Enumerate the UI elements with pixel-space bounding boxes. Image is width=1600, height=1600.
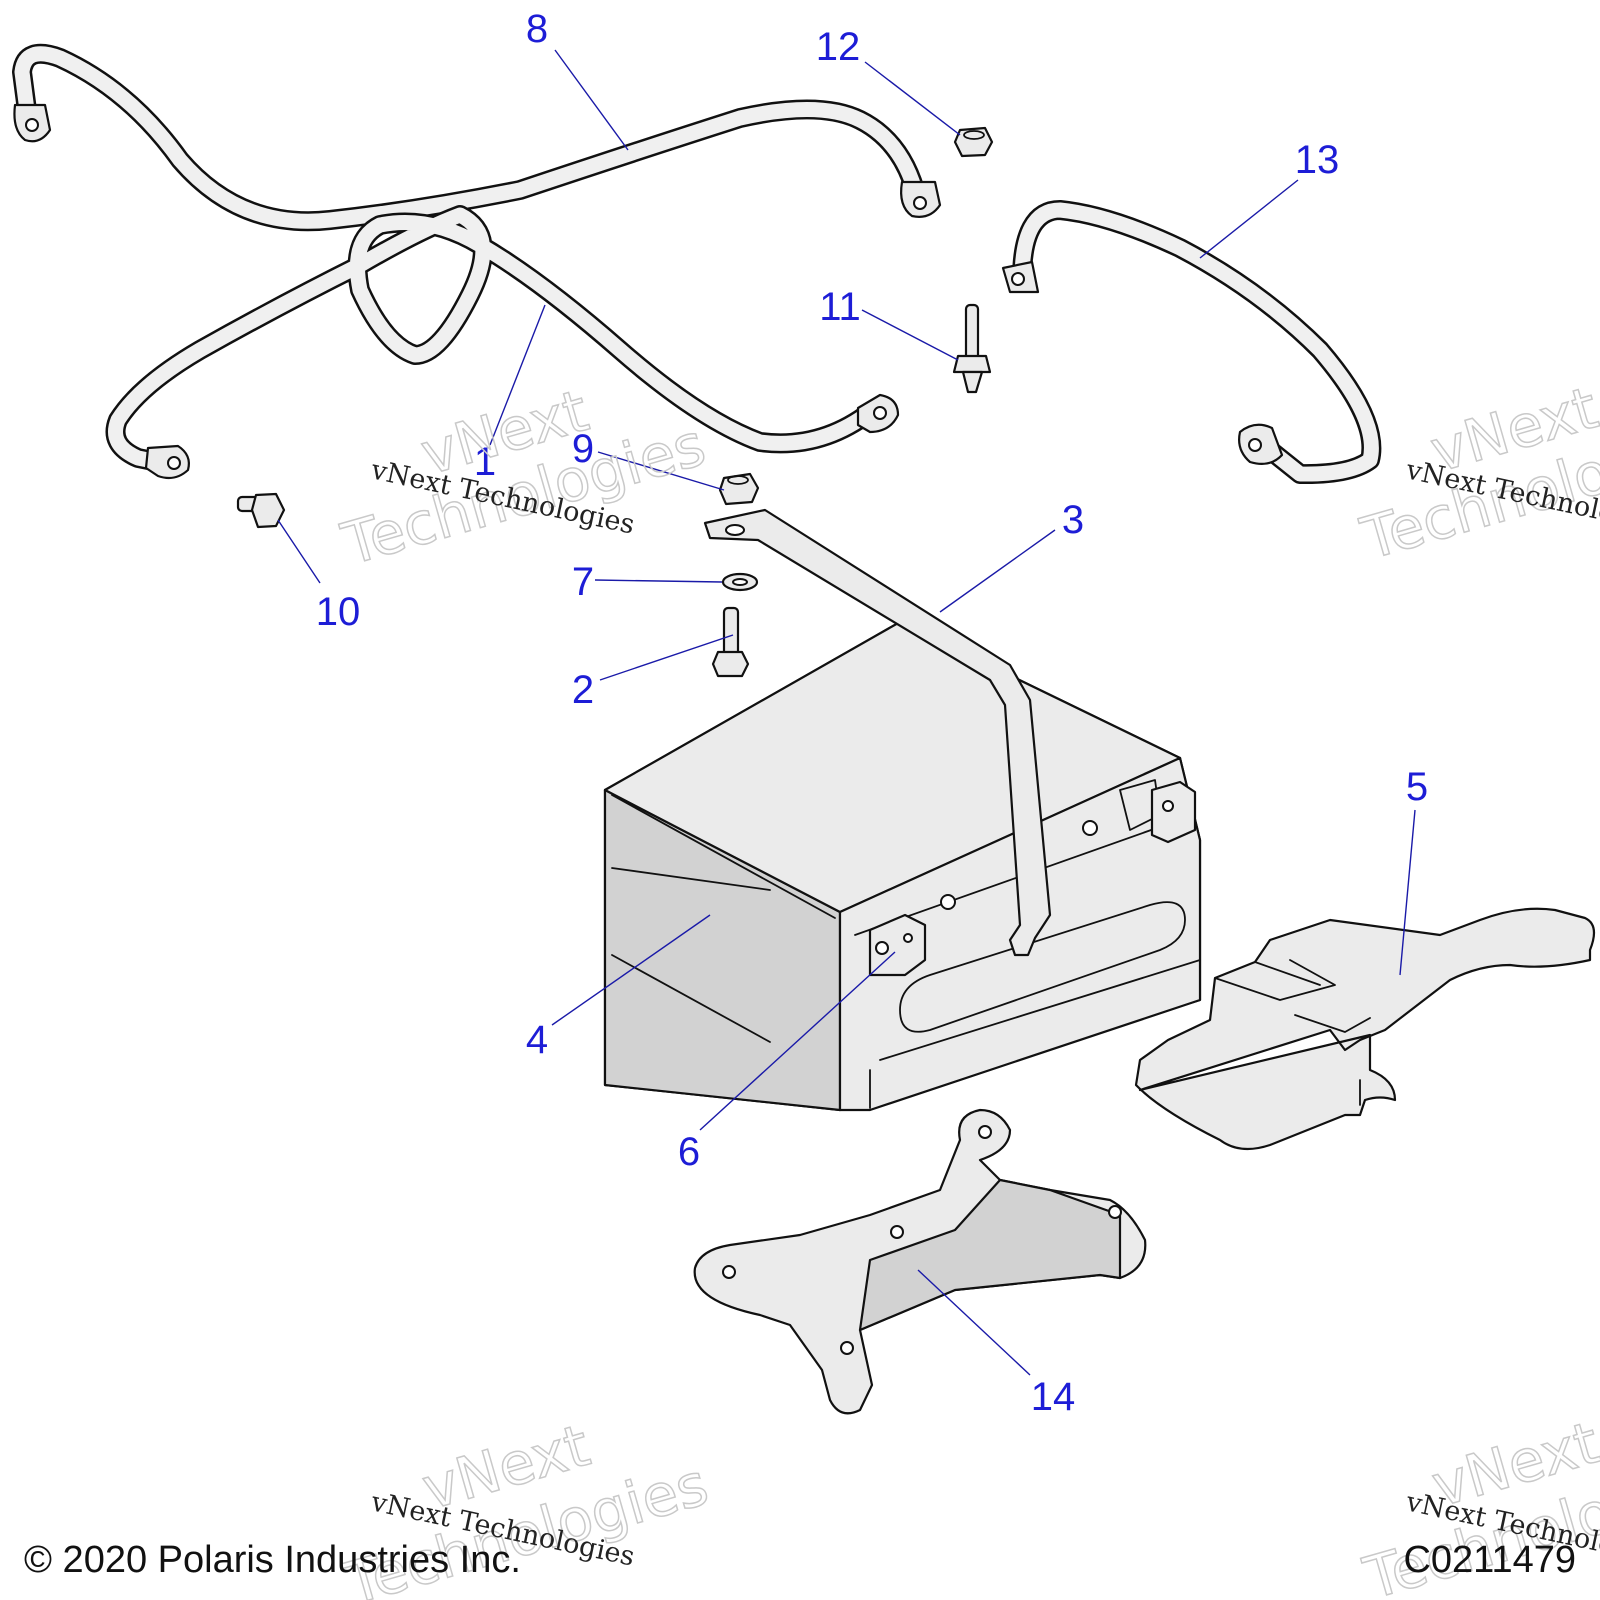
bracket-14[interactable] — [693, 1108, 1147, 1415]
leader-3 — [939, 529, 1056, 613]
callout-4: 4 — [526, 1018, 548, 1062]
leader-2 — [599, 634, 734, 681]
cable-8[interactable] — [12, 43, 942, 232]
stud-11[interactable] — [952, 303, 992, 394]
strap-3[interactable] — [703, 508, 1052, 957]
leader-12 — [864, 61, 961, 136]
bolt-2[interactable] — [711, 606, 750, 678]
callouts: 1 2 3 4 5 6 7 8 9 10 11 12 13 14 — [316, 7, 1428, 1419]
nut-9[interactable] — [718, 472, 760, 506]
callout-6: 6 — [678, 1130, 700, 1174]
terminal-6[interactable] — [868, 913, 927, 977]
leader-7 — [594, 579, 723, 583]
leader-14 — [917, 1269, 1031, 1376]
washer-7[interactable] — [721, 572, 759, 592]
callout-10: 10 — [316, 590, 361, 634]
bolt-10[interactable] — [236, 492, 286, 529]
callout-13: 13 — [1295, 138, 1340, 182]
leader-11 — [861, 309, 959, 361]
leader-10 — [277, 519, 321, 584]
leader-4 — [551, 914, 711, 1026]
cable-13[interactable] — [1001, 200, 1382, 485]
battery-4[interactable] — [603, 620, 1202, 1112]
callout-14: 14 — [1031, 1375, 1076, 1419]
leader-8 — [554, 49, 629, 151]
tray-5[interactable] — [1134, 907, 1596, 1151]
callout-5: 5 — [1406, 765, 1428, 809]
callout-12: 12 — [816, 25, 861, 69]
callout-8: 8 — [526, 7, 548, 51]
leader-6 — [699, 951, 896, 1131]
leader-1 — [489, 304, 546, 446]
callout-7: 7 — [572, 560, 594, 604]
callout-1: 1 — [474, 440, 496, 484]
nut-12[interactable] — [953, 126, 994, 158]
callout-11: 11 — [819, 285, 861, 329]
terminal-positive — [1150, 780, 1197, 844]
callout-3: 3 — [1062, 498, 1084, 542]
drawing-number: C0211479 — [1403, 1539, 1576, 1581]
copyright-notice: © 2020 Polaris Industries Inc. — [24, 1539, 521, 1581]
leader-13 — [1199, 179, 1299, 259]
leader-5 — [1399, 809, 1416, 976]
cable-1[interactable] — [105, 205, 900, 480]
callout-9: 9 — [572, 427, 594, 471]
leader-lines — [277, 49, 1416, 1376]
callout-2: 2 — [572, 668, 594, 712]
leader-9 — [597, 451, 725, 491]
